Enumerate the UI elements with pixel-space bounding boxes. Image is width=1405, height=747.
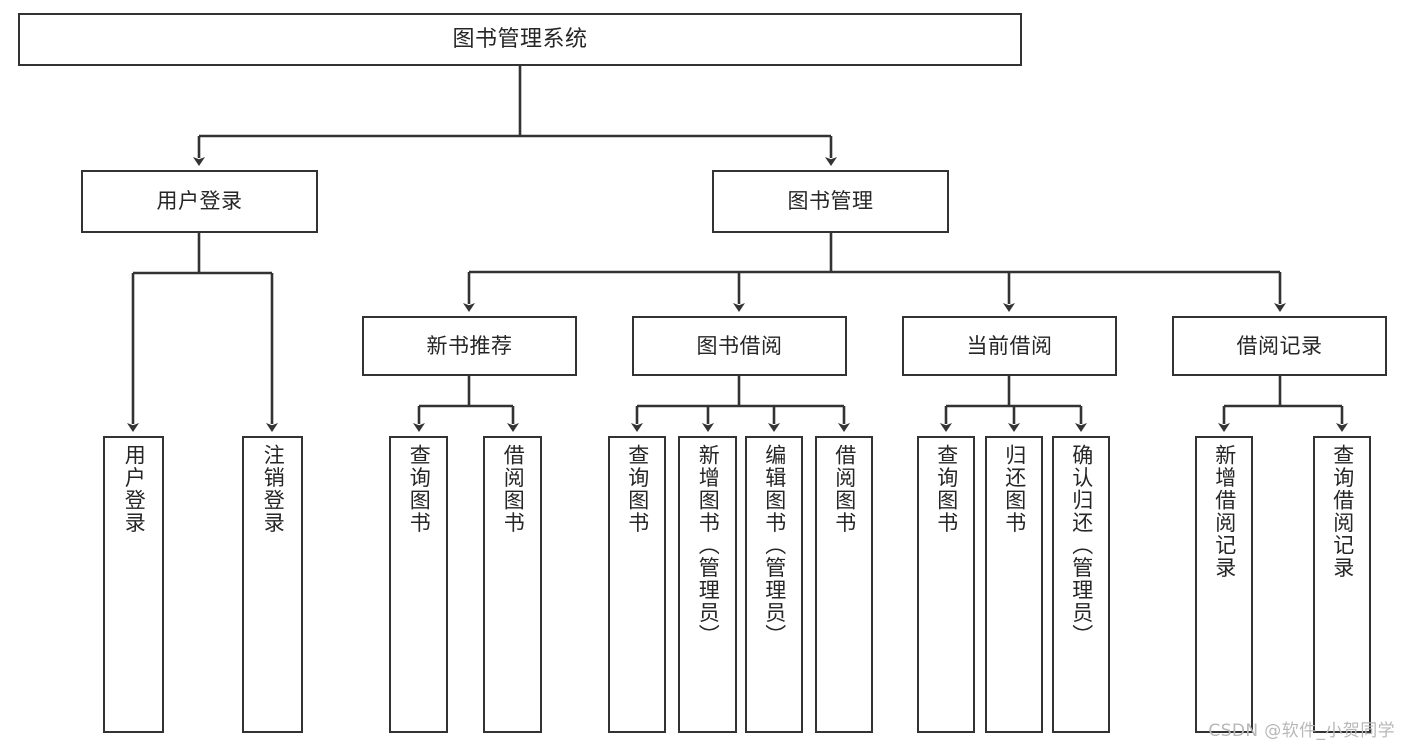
leaf-return-books[interactable]: 归还图书	[985, 436, 1043, 733]
node-label: 图书管理	[787, 189, 874, 214]
leaf-borrow-books-new-book[interactable]: 借阅图书	[483, 436, 542, 733]
csdn-watermark: CSDN @软件_小贺同学	[1208, 721, 1395, 741]
node-label: 新增图书（管理员）	[696, 444, 721, 647]
leaf-user-login[interactable]: 用户登录	[103, 436, 164, 733]
node-label: 查询借阅记录	[1330, 444, 1355, 579]
node-label: 用户登录	[156, 189, 243, 214]
leaf-query-books-borrow[interactable]: 查询图书	[608, 436, 666, 733]
leaf-query-books-new-book[interactable]: 查询图书	[389, 436, 448, 733]
node-label: 当前借阅	[966, 333, 1053, 358]
node-label: 查询图书	[407, 444, 432, 534]
node-user-login[interactable]: 用户登录	[81, 170, 318, 233]
node-label: 新书推荐	[426, 333, 513, 358]
leaf-borrow-books[interactable]: 借阅图书	[815, 436, 873, 733]
node-label: 确认归还（管理员）	[1069, 444, 1094, 647]
node-label: 编辑图书（管理员）	[762, 444, 787, 647]
node-book-borrowing[interactable]: 图书借阅	[632, 316, 847, 376]
leaf-query-borrow-record[interactable]: 查询借阅记录	[1313, 436, 1371, 733]
node-label: 注销登录	[261, 444, 286, 534]
node-root-book-management-system[interactable]: 图书管理系统	[18, 13, 1022, 66]
node-label: 借阅图书	[832, 444, 857, 534]
leaf-query-books-current[interactable]: 查询图书	[917, 436, 975, 733]
node-label: 查询图书	[625, 444, 650, 534]
node-book-management[interactable]: 图书管理	[712, 170, 949, 233]
leaf-add-borrow-record[interactable]: 新增借阅记录	[1195, 436, 1253, 733]
node-label: 归还图书	[1002, 444, 1027, 534]
node-label: 图书管理系统	[452, 26, 588, 52]
node-label: 查询图书	[934, 444, 959, 534]
node-current-borrowing[interactable]: 当前借阅	[902, 316, 1117, 376]
node-label: 借阅记录	[1236, 333, 1323, 358]
node-label: 借阅图书	[501, 444, 526, 534]
node-label: 用户登录	[122, 444, 147, 534]
node-label: 新增借阅记录	[1212, 444, 1237, 579]
node-borrowing-record[interactable]: 借阅记录	[1172, 316, 1387, 376]
node-label: 图书借阅	[696, 333, 783, 358]
leaf-logout[interactable]: 注销登录	[242, 436, 303, 733]
leaf-add-book-admin[interactable]: 新增图书（管理员）	[678, 436, 737, 733]
leaf-confirm-return-admin[interactable]: 确认归还（管理员）	[1052, 436, 1110, 733]
node-new-book-recommendation[interactable]: 新书推荐	[362, 316, 577, 376]
leaf-edit-book-admin[interactable]: 编辑图书（管理员）	[745, 436, 803, 733]
